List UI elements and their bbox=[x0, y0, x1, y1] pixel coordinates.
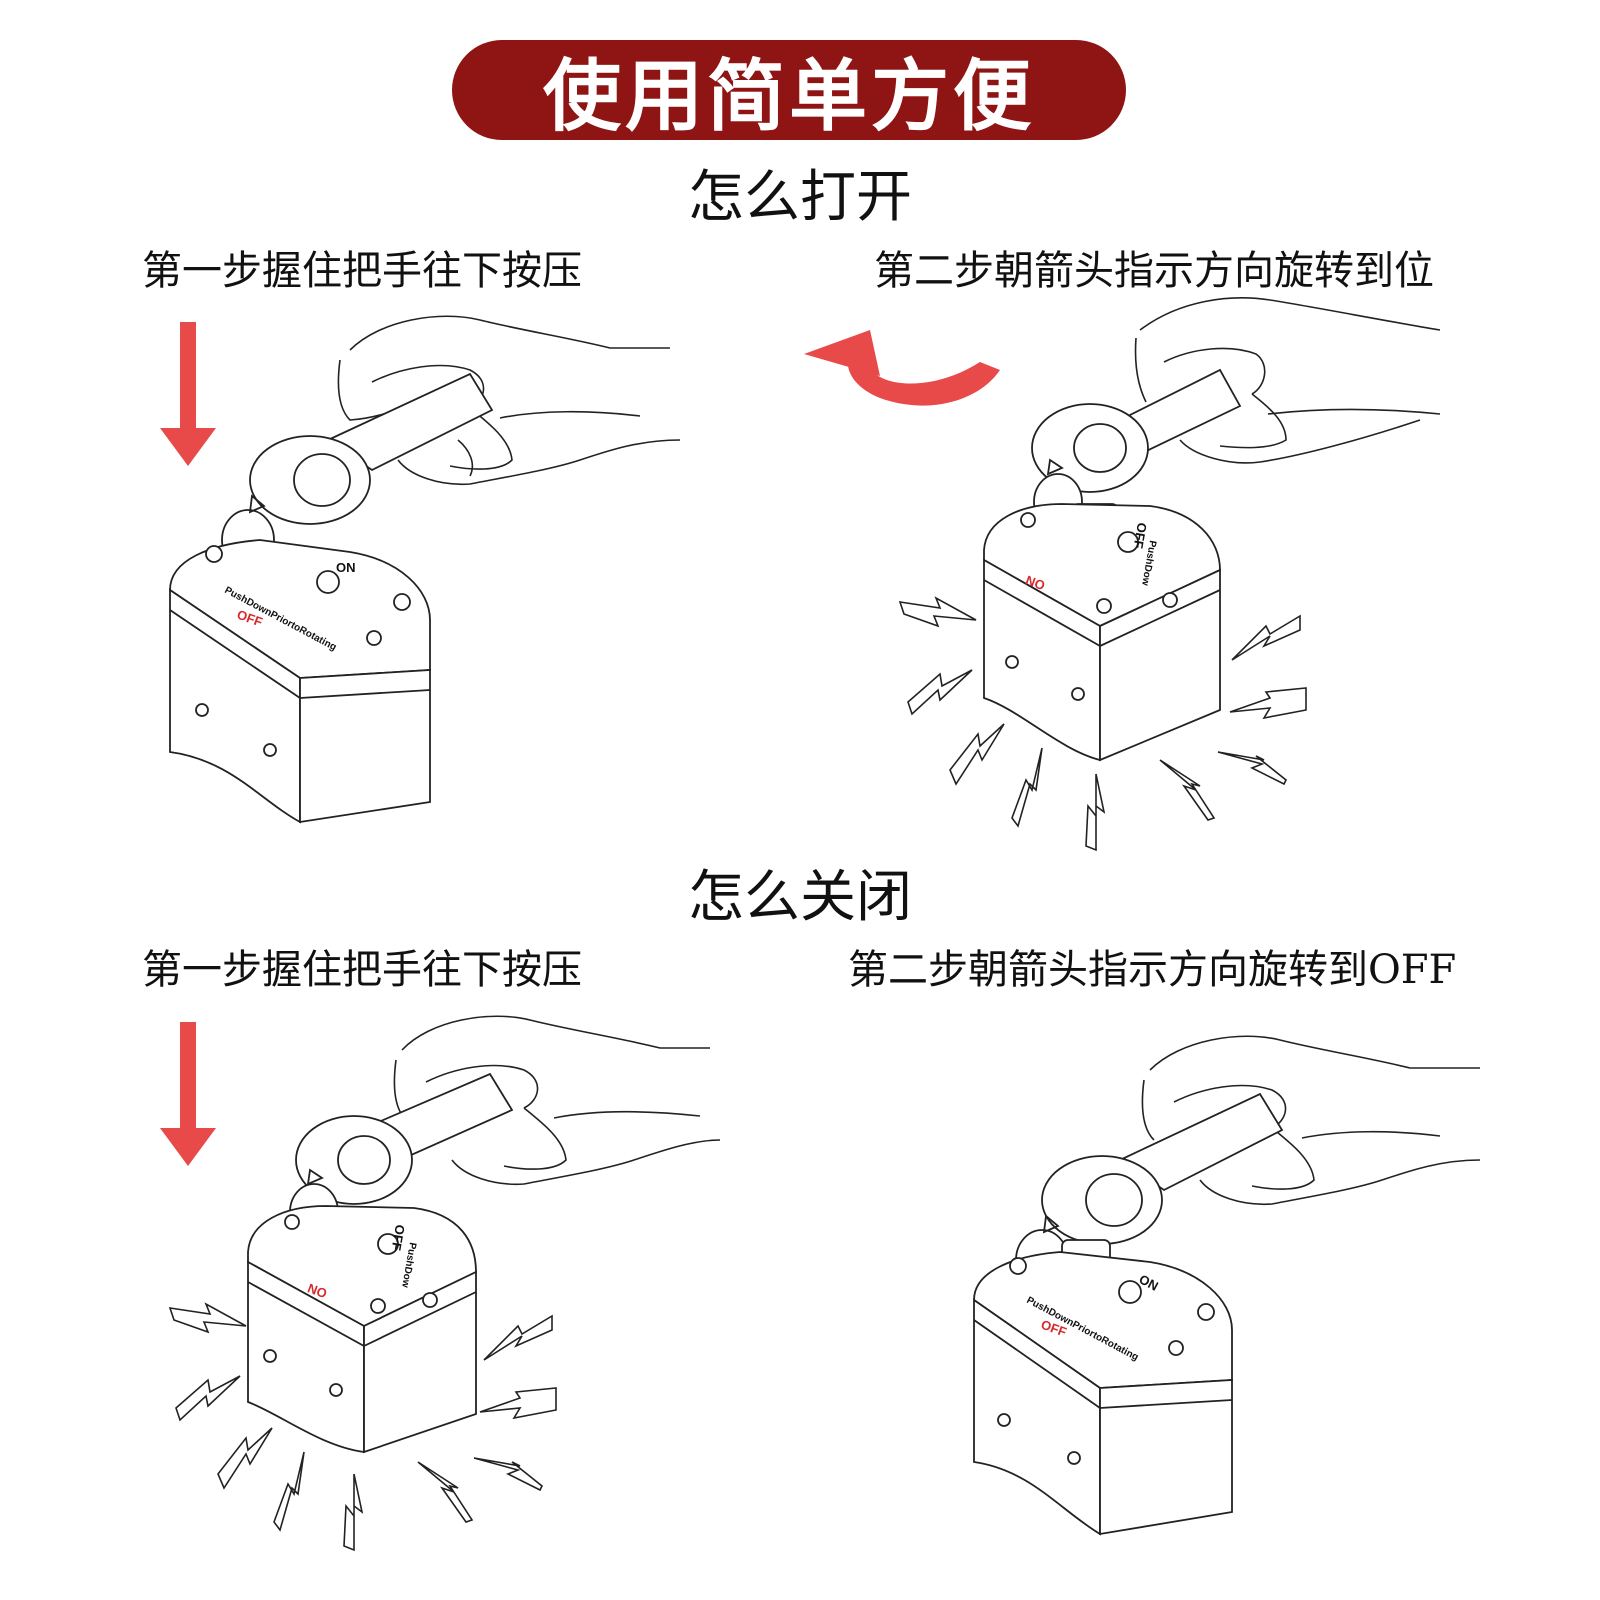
open-step1-text: 第一步握住把手往下按压 bbox=[142, 248, 582, 294]
open-step1-figure: ON PushDownPriortoRotating OFF bbox=[160, 315, 681, 824]
device-base bbox=[973, 1251, 1233, 1536]
down-arrow-icon bbox=[160, 322, 216, 466]
hand-illustration bbox=[1134, 297, 1441, 464]
off-label: OFF bbox=[389, 1223, 408, 1251]
close-step1-figure: OFF PushDow ON bbox=[160, 1015, 721, 1552]
lightning-icon bbox=[898, 596, 1307, 852]
off-label: OFF bbox=[1131, 521, 1150, 549]
title-banner: 使用简单方便 bbox=[452, 40, 1126, 142]
hand-illustration bbox=[1141, 1035, 1481, 1206]
close-step2-figure: ON PushDownPriortoRotating OFF bbox=[973, 1035, 1481, 1536]
open-section-title: 怎么打开 bbox=[688, 165, 912, 230]
close-step1-text: 第一步握住把手往下按压 bbox=[142, 947, 582, 993]
open-step2-text: 第二步朝箭头指示方向旋转到位 bbox=[874, 248, 1434, 294]
device-base bbox=[169, 539, 431, 824]
hand-illustration bbox=[337, 315, 681, 486]
close-section-title: 怎么关闭 bbox=[688, 865, 912, 930]
on-label: ON bbox=[336, 560, 356, 575]
hand-illustration bbox=[393, 1015, 721, 1186]
on-label: ON bbox=[1024, 573, 1047, 594]
device-base bbox=[247, 1205, 477, 1454]
on-label: ON bbox=[306, 1281, 329, 1302]
device-base bbox=[983, 503, 1221, 762]
down-arrow-icon bbox=[160, 1022, 216, 1166]
lightning-icon bbox=[168, 1302, 557, 1552]
close-step2-text: 第二步朝箭头指示方向旋转到OFF bbox=[848, 947, 1457, 993]
rotate-arrow-icon bbox=[804, 330, 1000, 406]
open-step2-figure: OFF PushDow ON bbox=[804, 297, 1441, 852]
banner-title: 使用简单方便 bbox=[542, 52, 1035, 142]
